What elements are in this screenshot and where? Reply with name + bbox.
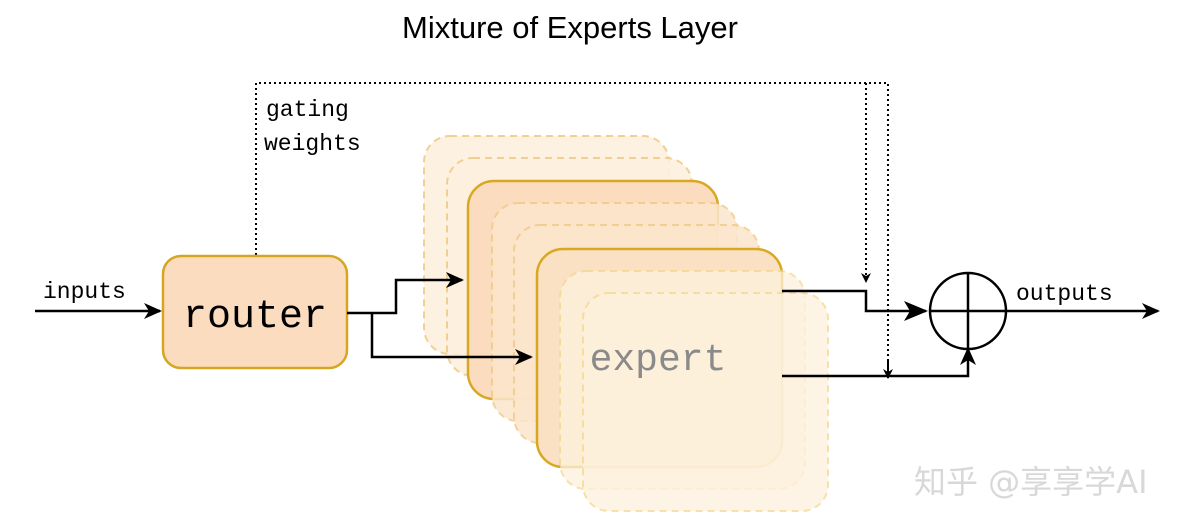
router-label: router	[183, 295, 327, 340]
expert-output-lower	[782, 347, 976, 378]
expert-label: expert	[590, 339, 727, 382]
expert-output-upper	[782, 289, 928, 321]
gating-label-line1: gating	[266, 97, 349, 123]
ghost-expert-box	[582, 292, 829, 512]
diagram-title: Mixture of Experts Layer	[402, 10, 738, 45]
watermark-text: 知乎 @享享学AI	[914, 463, 1148, 501]
router-to-expert-arrow-lower	[370, 313, 533, 365]
sum-node[interactable]	[928, 271, 1008, 351]
outputs-label: outputs	[1016, 281, 1113, 307]
ghost-experts-front	[559, 270, 829, 512]
inputs-label: inputs	[43, 279, 126, 305]
gating-weights-line	[255, 82, 889, 378]
gating-label-line2: weights	[264, 131, 361, 157]
